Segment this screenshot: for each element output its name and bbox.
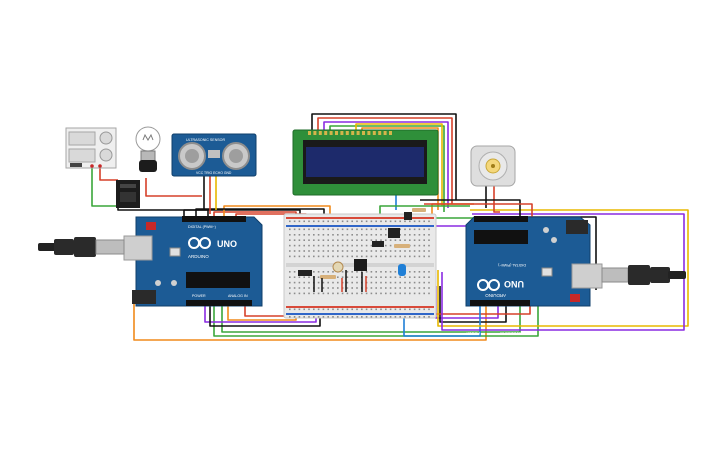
- reset-button[interactable]: [570, 294, 580, 302]
- relay-icon: [116, 180, 140, 208]
- temperature-sensor: [354, 259, 367, 271]
- lcd-screen: [306, 147, 424, 177]
- usb-port[interactable]: [123, 235, 153, 261]
- analog-label: ANALOG IN: [228, 294, 248, 298]
- breadboard-components: [298, 208, 426, 292]
- arduino-logo-icon: [477, 279, 500, 291]
- blue-led: [398, 264, 406, 276]
- board-model: UNO: [217, 239, 237, 249]
- capacitor: [169, 247, 181, 257]
- sensor-pins: VCC TRIG ECHO GND: [196, 171, 232, 175]
- atmega-chip: [474, 230, 528, 244]
- usb-port[interactable]: [571, 263, 603, 289]
- lcd-pin-header: [308, 131, 392, 135]
- usb-cable-icon: [38, 237, 125, 257]
- board-brand: ARDUINO: [485, 293, 506, 298]
- resistor: [320, 275, 336, 279]
- arduino-uno-right: UNO ARDUINO DIGITAL (PWM~) POWER ANALOG …: [465, 216, 603, 335]
- pushbutton[interactable]: [298, 270, 312, 276]
- board-model: UNO: [504, 279, 524, 289]
- arduino-logo-icon: [188, 237, 211, 249]
- ic-chip: [388, 228, 400, 238]
- atmega-chip: [186, 272, 250, 288]
- piezo-icon: [404, 212, 412, 220]
- sensor-label: ULTRASONIC SENSOR: [186, 138, 225, 142]
- reset-button[interactable]: [146, 222, 156, 230]
- power-label: POWER: [192, 294, 206, 298]
- light-bulb-icon: [135, 126, 161, 172]
- transistor: [372, 241, 384, 247]
- ultrasonic-sensor: ULTRASONIC SENSOR VCC TRIG ECHO GND: [171, 133, 257, 177]
- digital-header: [182, 216, 246, 222]
- resistor: [412, 208, 426, 212]
- photoresistor: [332, 261, 344, 273]
- power-analog-header: [470, 300, 530, 306]
- power-label: POWER: [466, 331, 480, 335]
- board-brand: ARDUINO: [188, 254, 209, 259]
- analog-label: ANALOG IN: [500, 331, 520, 335]
- capacitor: [541, 267, 553, 277]
- dc-motor-icon: [470, 145, 516, 187]
- power-jack[interactable]: [566, 220, 588, 234]
- digital-label: DIGITAL (PWM~): [188, 225, 216, 229]
- resistor: [394, 244, 410, 248]
- digital-label: DIGITAL (PWM~): [498, 263, 526, 267]
- power-analog-header: [186, 300, 252, 306]
- power-supply: [65, 127, 117, 169]
- usb-cable-icon: [601, 265, 686, 285]
- digital-header: [474, 216, 528, 222]
- lcd-16x2: [292, 129, 439, 196]
- power-jack[interactable]: [132, 290, 156, 304]
- arduino-uno-left: UNO ARDUINO DIGITAL (PWM~) POWER ANALOG …: [123, 216, 263, 307]
